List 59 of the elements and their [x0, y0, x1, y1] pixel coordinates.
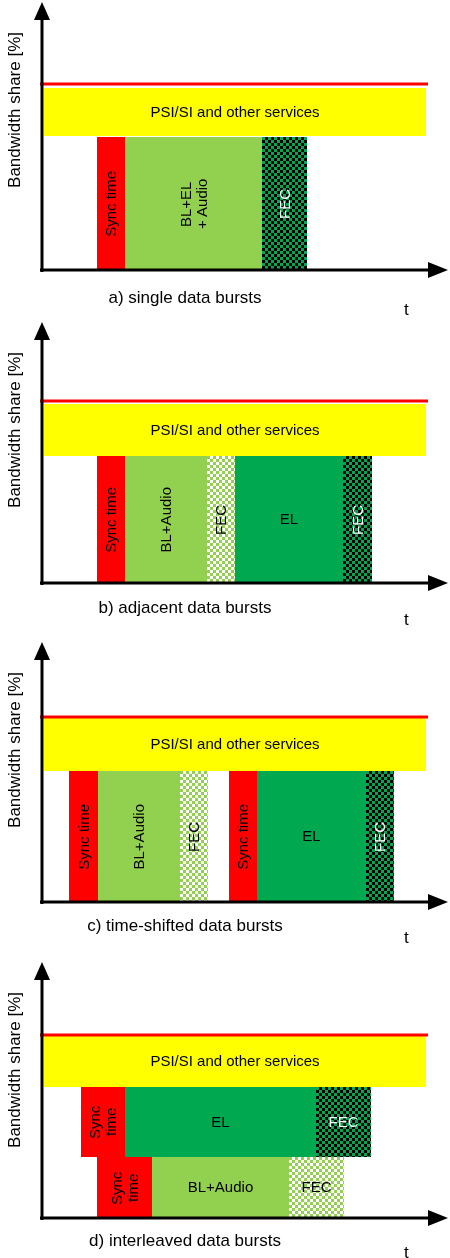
block	[125, 456, 207, 583]
block-label: Sync time	[108, 1169, 141, 1207]
checkered-block	[262, 137, 307, 270]
block-label: Sync time	[87, 1104, 119, 1141]
block	[125, 1087, 316, 1157]
block	[98, 771, 180, 902]
block-label: PSI/SI and other services	[150, 1051, 320, 1071]
block-label: FEC	[372, 821, 388, 852]
checkered-block	[343, 456, 372, 583]
block	[69, 771, 98, 902]
checkered-block	[316, 1087, 371, 1157]
caption: b) adjacent data bursts	[97, 597, 273, 619]
axis-label: t	[404, 299, 409, 321]
block-label: EL	[279, 510, 299, 529]
axis-label: t	[404, 927, 409, 949]
band	[44, 404, 426, 456]
caption: a) single data bursts	[107, 287, 263, 309]
block-label: EL	[211, 1112, 230, 1132]
block	[97, 137, 125, 270]
axis-label: Bandwidth share [%]	[6, 992, 23, 1148]
block-label: Sync time	[103, 170, 119, 237]
axis-label: t	[404, 609, 409, 631]
block-label: Sync time	[103, 486, 119, 553]
block	[235, 456, 343, 583]
block	[97, 1157, 152, 1218]
block-label: EL	[302, 827, 321, 846]
block-label: FEC	[276, 188, 293, 219]
block	[81, 1087, 125, 1157]
checkered-block	[180, 771, 208, 902]
block-label: FEC	[301, 1178, 332, 1197]
block-label: BL+Audio	[131, 803, 147, 870]
checkered-block	[289, 1157, 344, 1218]
block	[152, 1157, 289, 1218]
caption: c) time-shifted data bursts	[86, 915, 284, 937]
block-label: PSI/SI and other services	[150, 102, 320, 122]
block	[229, 771, 257, 902]
checkered-block	[366, 771, 394, 902]
band	[44, 88, 426, 136]
block-label: PSI/SI and other services	[150, 420, 320, 440]
block-label: Sync time	[75, 803, 92, 870]
axis-label: t	[404, 1242, 409, 1258]
axis-label: Bandwidth share [%]	[6, 672, 23, 828]
block	[97, 456, 125, 583]
axis-label: Bandwidth share [%]	[6, 32, 23, 188]
band	[44, 1035, 426, 1087]
block-label: FEC	[186, 821, 202, 852]
block	[125, 137, 262, 270]
caption: d) interleaved data bursts	[88, 1230, 282, 1252]
block-label: BL+Audio	[158, 486, 174, 553]
block	[257, 771, 366, 902]
block-label: FEC	[213, 504, 229, 535]
block-label: BL+Audio	[187, 1178, 254, 1197]
block-label: PSI/SI and other services	[150, 735, 320, 754]
axis-label: Bandwidth share [%]	[6, 352, 23, 508]
checkered-block	[207, 456, 235, 583]
band	[44, 718, 426, 771]
block-label: Sync time	[235, 803, 251, 870]
block-label: FEC	[349, 504, 366, 535]
block-label: BL+EL + Audio	[177, 177, 210, 231]
